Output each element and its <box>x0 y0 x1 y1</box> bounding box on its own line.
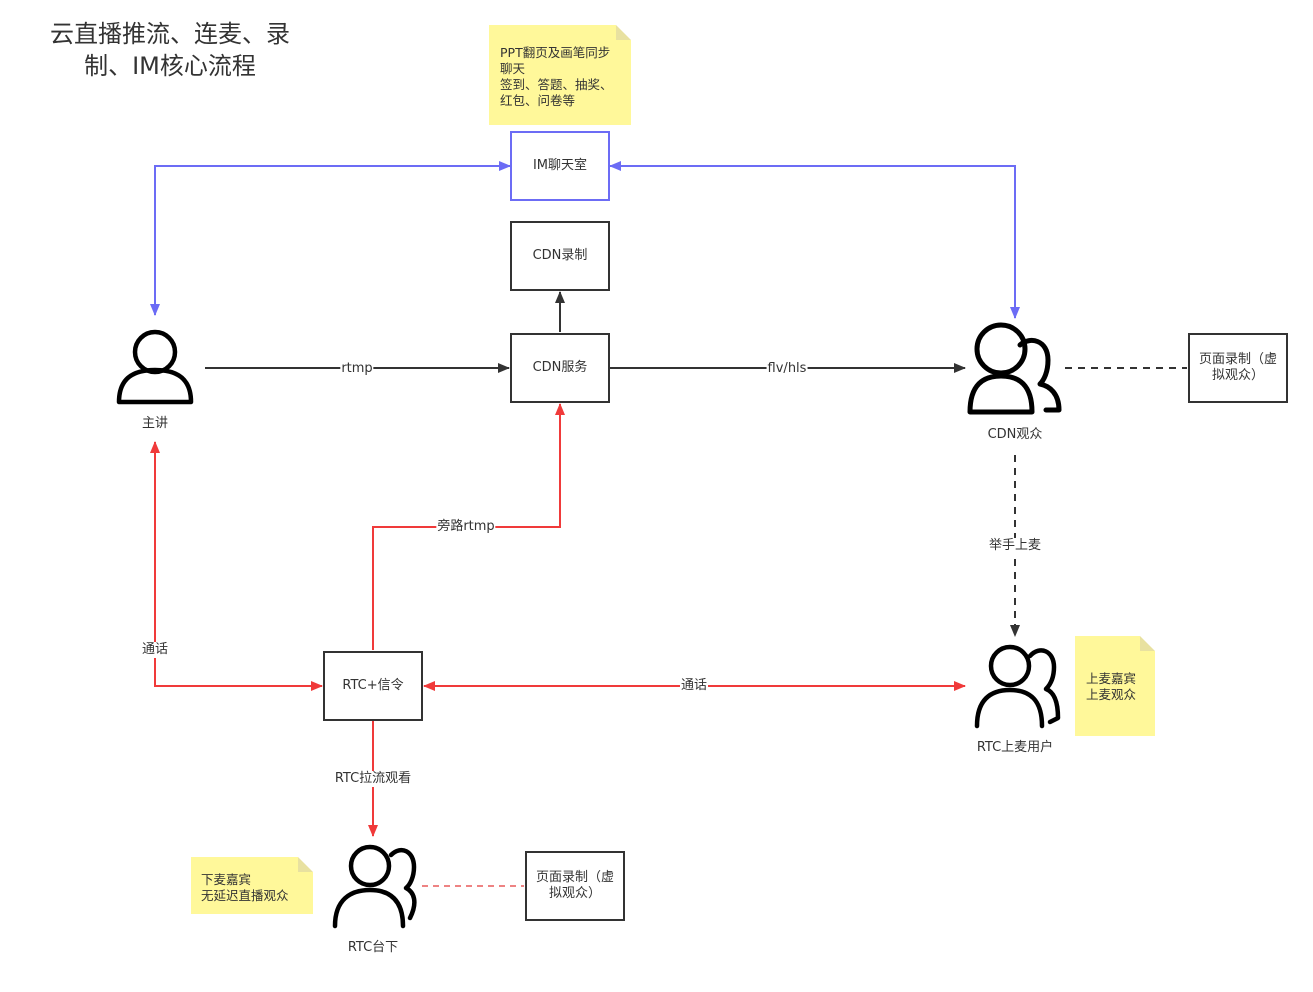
presenter-label: 主讲 <box>141 416 169 431</box>
note-fold <box>1140 636 1155 651</box>
edge-call-presenter <box>150 441 323 691</box>
rtc-signal-label: RTC+信令 <box>342 678 404 693</box>
edge-label-flv-hls: flv/hls <box>766 361 808 377</box>
rtc-onstage-user-label: RTC上麦用户 <box>976 740 1054 755</box>
note-line: 红包、问卷等 <box>500 93 576 108</box>
note-line: PPT翻页及画笔同步 <box>500 45 611 60</box>
cdn-audience-label: CDN观众 <box>987 427 1043 442</box>
user-icon <box>116 329 194 405</box>
users-group-icon <box>967 322 1062 415</box>
users-group-icon <box>974 644 1061 729</box>
note-line: 上麦嘉宾 <box>1086 671 1137 686</box>
page-record-right-label: 页面录制（虚拟观众） <box>1198 352 1277 383</box>
note-fold <box>298 857 313 872</box>
note-stage-guest: 上麦嘉宾 上麦观众 <box>1075 636 1155 736</box>
users-group-icon <box>332 844 417 929</box>
note-line: 无延迟直播观众 <box>201 888 289 903</box>
note-line: 下麦嘉宾 <box>201 872 252 887</box>
note-im-features: PPT翻页及画笔同步 聊天 签到、答题、抽奖、 红包、问卷等 <box>489 25 631 125</box>
im-chatroom-label: IM聊天室 <box>532 158 588 173</box>
cdn-record-box[interactable]: CDN录制 <box>510 221 610 291</box>
rtc-signal-box[interactable]: RTC+信令 <box>323 651 423 721</box>
page-record-bottom-label: 页面录制（虚拟观众） <box>535 870 614 901</box>
rtc-offstage-label: RTC台下 <box>347 940 399 955</box>
note-offstage-guest: 下麦嘉宾 无延迟直播观众 <box>191 857 313 914</box>
edge-im-audience <box>609 161 1020 319</box>
page-record-right-box[interactable]: 页面录制（虚拟观众） <box>1188 333 1288 403</box>
cdn-service-label: CDN服务 <box>532 360 588 375</box>
diagram-title: 云直播推流、连麦、录制、IM核心流程 <box>50 20 290 80</box>
page-record-bottom-box[interactable]: 页面录制（虚拟观众） <box>525 851 625 921</box>
edge-label-call-right: 通话 <box>679 678 709 694</box>
note-line: 签到、答题、抽奖、 <box>500 77 613 92</box>
cdn-service-box[interactable]: CDN服务 <box>510 333 610 403</box>
edge-label-raise-hand: 举手上麦 <box>987 538 1043 554</box>
cdn-record-label: CDN录制 <box>532 248 588 263</box>
note-line: 聊天 <box>500 61 526 76</box>
im-chatroom-box[interactable]: IM聊天室 <box>510 131 610 201</box>
edge-im-presenter <box>150 161 511 316</box>
note-fold <box>616 25 631 40</box>
edge-label-rtmp: rtmp <box>340 361 374 377</box>
note-line: 上麦观众 <box>1086 687 1137 702</box>
edge-label-bypass-rtmp: 旁路rtmp <box>436 519 496 535</box>
edge-label-call-left: 通话 <box>140 642 170 658</box>
edge-label-rtc-pull: RTC拉流观看 <box>333 771 413 787</box>
